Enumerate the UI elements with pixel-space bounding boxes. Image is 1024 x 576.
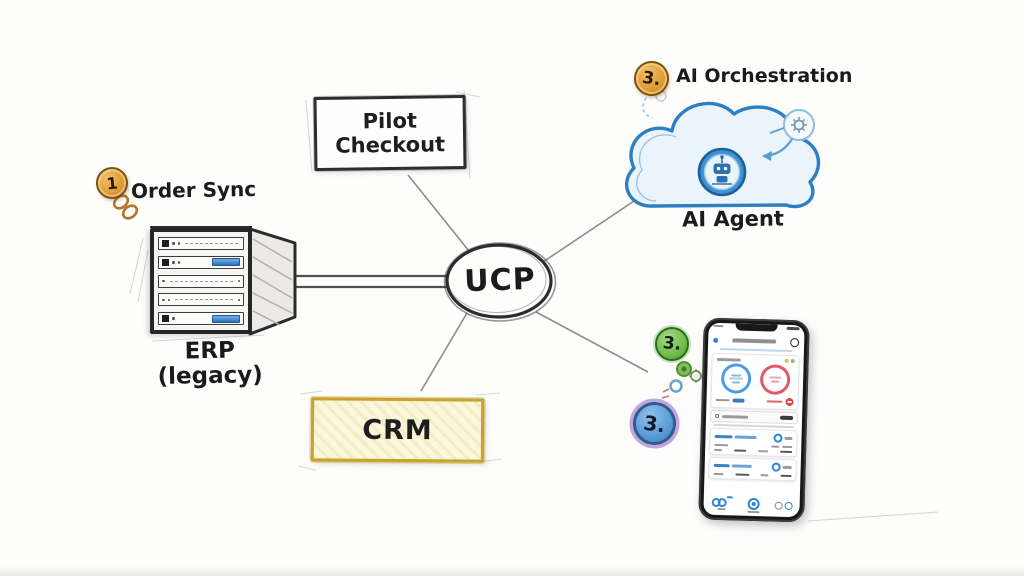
order-sync-label: Order Sync (130, 176, 257, 204)
robot-agent-icon (697, 147, 747, 197)
ai-agent-label: AI Agent (681, 206, 785, 232)
hub-circle-icon (746, 497, 760, 513)
search-bar-scribble (709, 409, 799, 425)
app-title-scribble (732, 338, 777, 344)
crm-label: CRM (362, 414, 433, 446)
link-text-scribble (732, 398, 745, 403)
mini-icon-cluster (661, 361, 707, 399)
server-bay (158, 274, 244, 288)
status-dot-green (790, 359, 795, 364)
pilot-checkout-box: Pilot Checkout (313, 94, 467, 172)
server-bay (158, 293, 244, 307)
phone-app-header (713, 334, 800, 348)
connector-ucp-erp-double (288, 274, 451, 289)
circle-glyph-blue (773, 433, 783, 443)
server-side-panel (150, 226, 297, 336)
erp-label-line2: (legacy) (157, 361, 263, 390)
smartphone-icon (698, 317, 810, 523)
server-bay (158, 255, 244, 269)
link-pair-icon (711, 496, 733, 511)
ucp-hub-ellipse (443, 242, 557, 322)
phone-screen (703, 322, 805, 518)
connector-ucp-cloud (542, 196, 641, 263)
list-card-1 (709, 427, 798, 458)
server-bay (158, 312, 244, 325)
dual-circle-icon (774, 501, 793, 511)
page-edge-shading (0, 566, 1024, 576)
erp-label: ERP (legacy) (145, 338, 276, 390)
pilot-checkout-label-line1: Pilot (362, 108, 418, 134)
connector-ucp-mobile (535, 311, 649, 373)
connector-ucp-pilot (407, 174, 470, 252)
phone-bottom-nav (703, 495, 799, 516)
erp-label-line1: ERP (184, 337, 236, 365)
gauge-red (759, 364, 791, 395)
gauge-blue (720, 363, 752, 394)
ucp-hub-label: UCP (463, 261, 537, 300)
alert-dot (785, 397, 794, 407)
sketch-overshoot-marks (129, 89, 939, 522)
clock-icon (790, 337, 800, 347)
connector-ucp-crm (420, 312, 468, 392)
server-bay (158, 237, 244, 250)
pilot-checkout-label-line2: Checkout (335, 132, 446, 158)
circle-glyph-blue (771, 462, 781, 472)
status-dot-yellow (784, 358, 789, 363)
erp-server-icon (150, 228, 252, 334)
crm-box: CRM (310, 397, 485, 463)
location-icon (713, 337, 719, 343)
header-underline (719, 348, 792, 353)
gear-icon (783, 109, 815, 141)
list-card-2 (708, 456, 797, 482)
cloud-gear-arrow (762, 127, 793, 161)
gauges-card (710, 352, 800, 411)
ai-orchestration-label: AI Orchestration (676, 65, 853, 87)
